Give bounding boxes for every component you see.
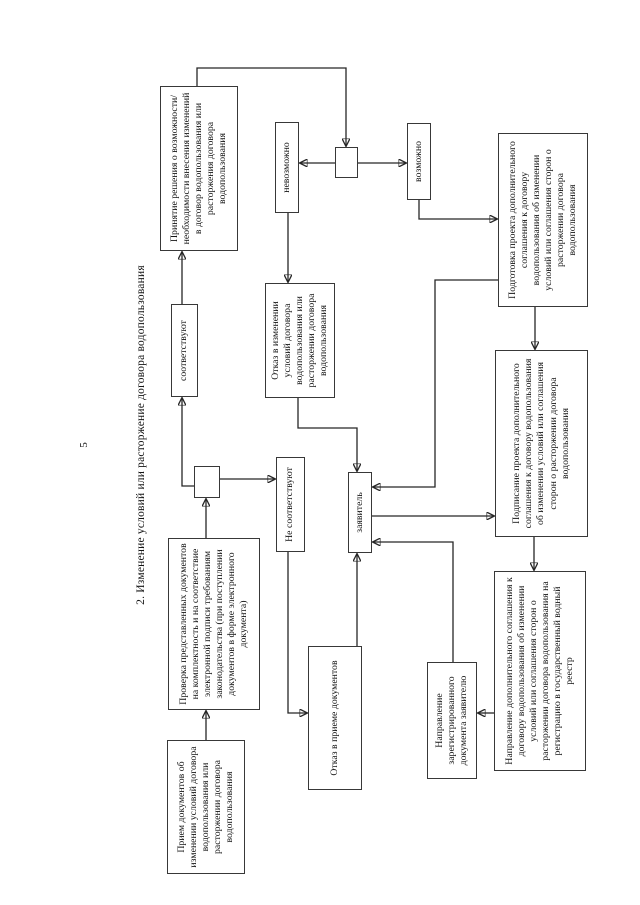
edge-vozmozhno-podgotovka	[418, 200, 496, 219]
node-sootvetstvuyut: соответствуют	[171, 304, 198, 397]
node-junction-2	[335, 147, 358, 178]
node-proverka-dokumentov: Проверка представленных документов на ко…	[168, 538, 260, 710]
edge-junction1-sootv	[182, 399, 194, 487]
node-ne-sootvetstvuyut: Не соответствуют	[276, 457, 305, 552]
edge-naprzareg-zayavitel	[374, 542, 454, 662]
node-napravlenie-zaregistrirovannogo: Направление зарегистрированного документ…	[427, 662, 477, 779]
node-vozmozhno: возможно	[407, 123, 431, 200]
edge-podgotovka-zayavitel	[374, 279, 498, 487]
node-prinyatie-resheniya: Принятие решения о возможности/необходим…	[160, 86, 238, 251]
node-podpisanie-proekta: Подписание проекта дополнительного согла…	[495, 350, 588, 537]
node-priem-dokumentov: Прием документов об изменении условий до…	[167, 740, 245, 874]
edge-otkazizm-zayavitel	[297, 398, 357, 470]
node-otkaz-v-prieme: Отказ в приеме документов	[308, 646, 362, 790]
node-junction-1	[194, 466, 220, 498]
node-otkaz-v-izmenenii: Отказ в изменении условий договора водоп…	[265, 283, 335, 398]
node-napravlenie-dop-soglasheniya: Направление дополнительного соглашения к…	[494, 571, 586, 771]
node-zayavitel: заявитель	[348, 472, 372, 553]
node-podgotovka-proekta: Подготовка проекта дополнительного согла…	[498, 133, 588, 307]
edge-nesootv-otkazpriem	[287, 552, 306, 713]
edge-prinyatie-junction2	[196, 67, 346, 145]
node-nevozmozhno: невозможно	[275, 122, 299, 213]
